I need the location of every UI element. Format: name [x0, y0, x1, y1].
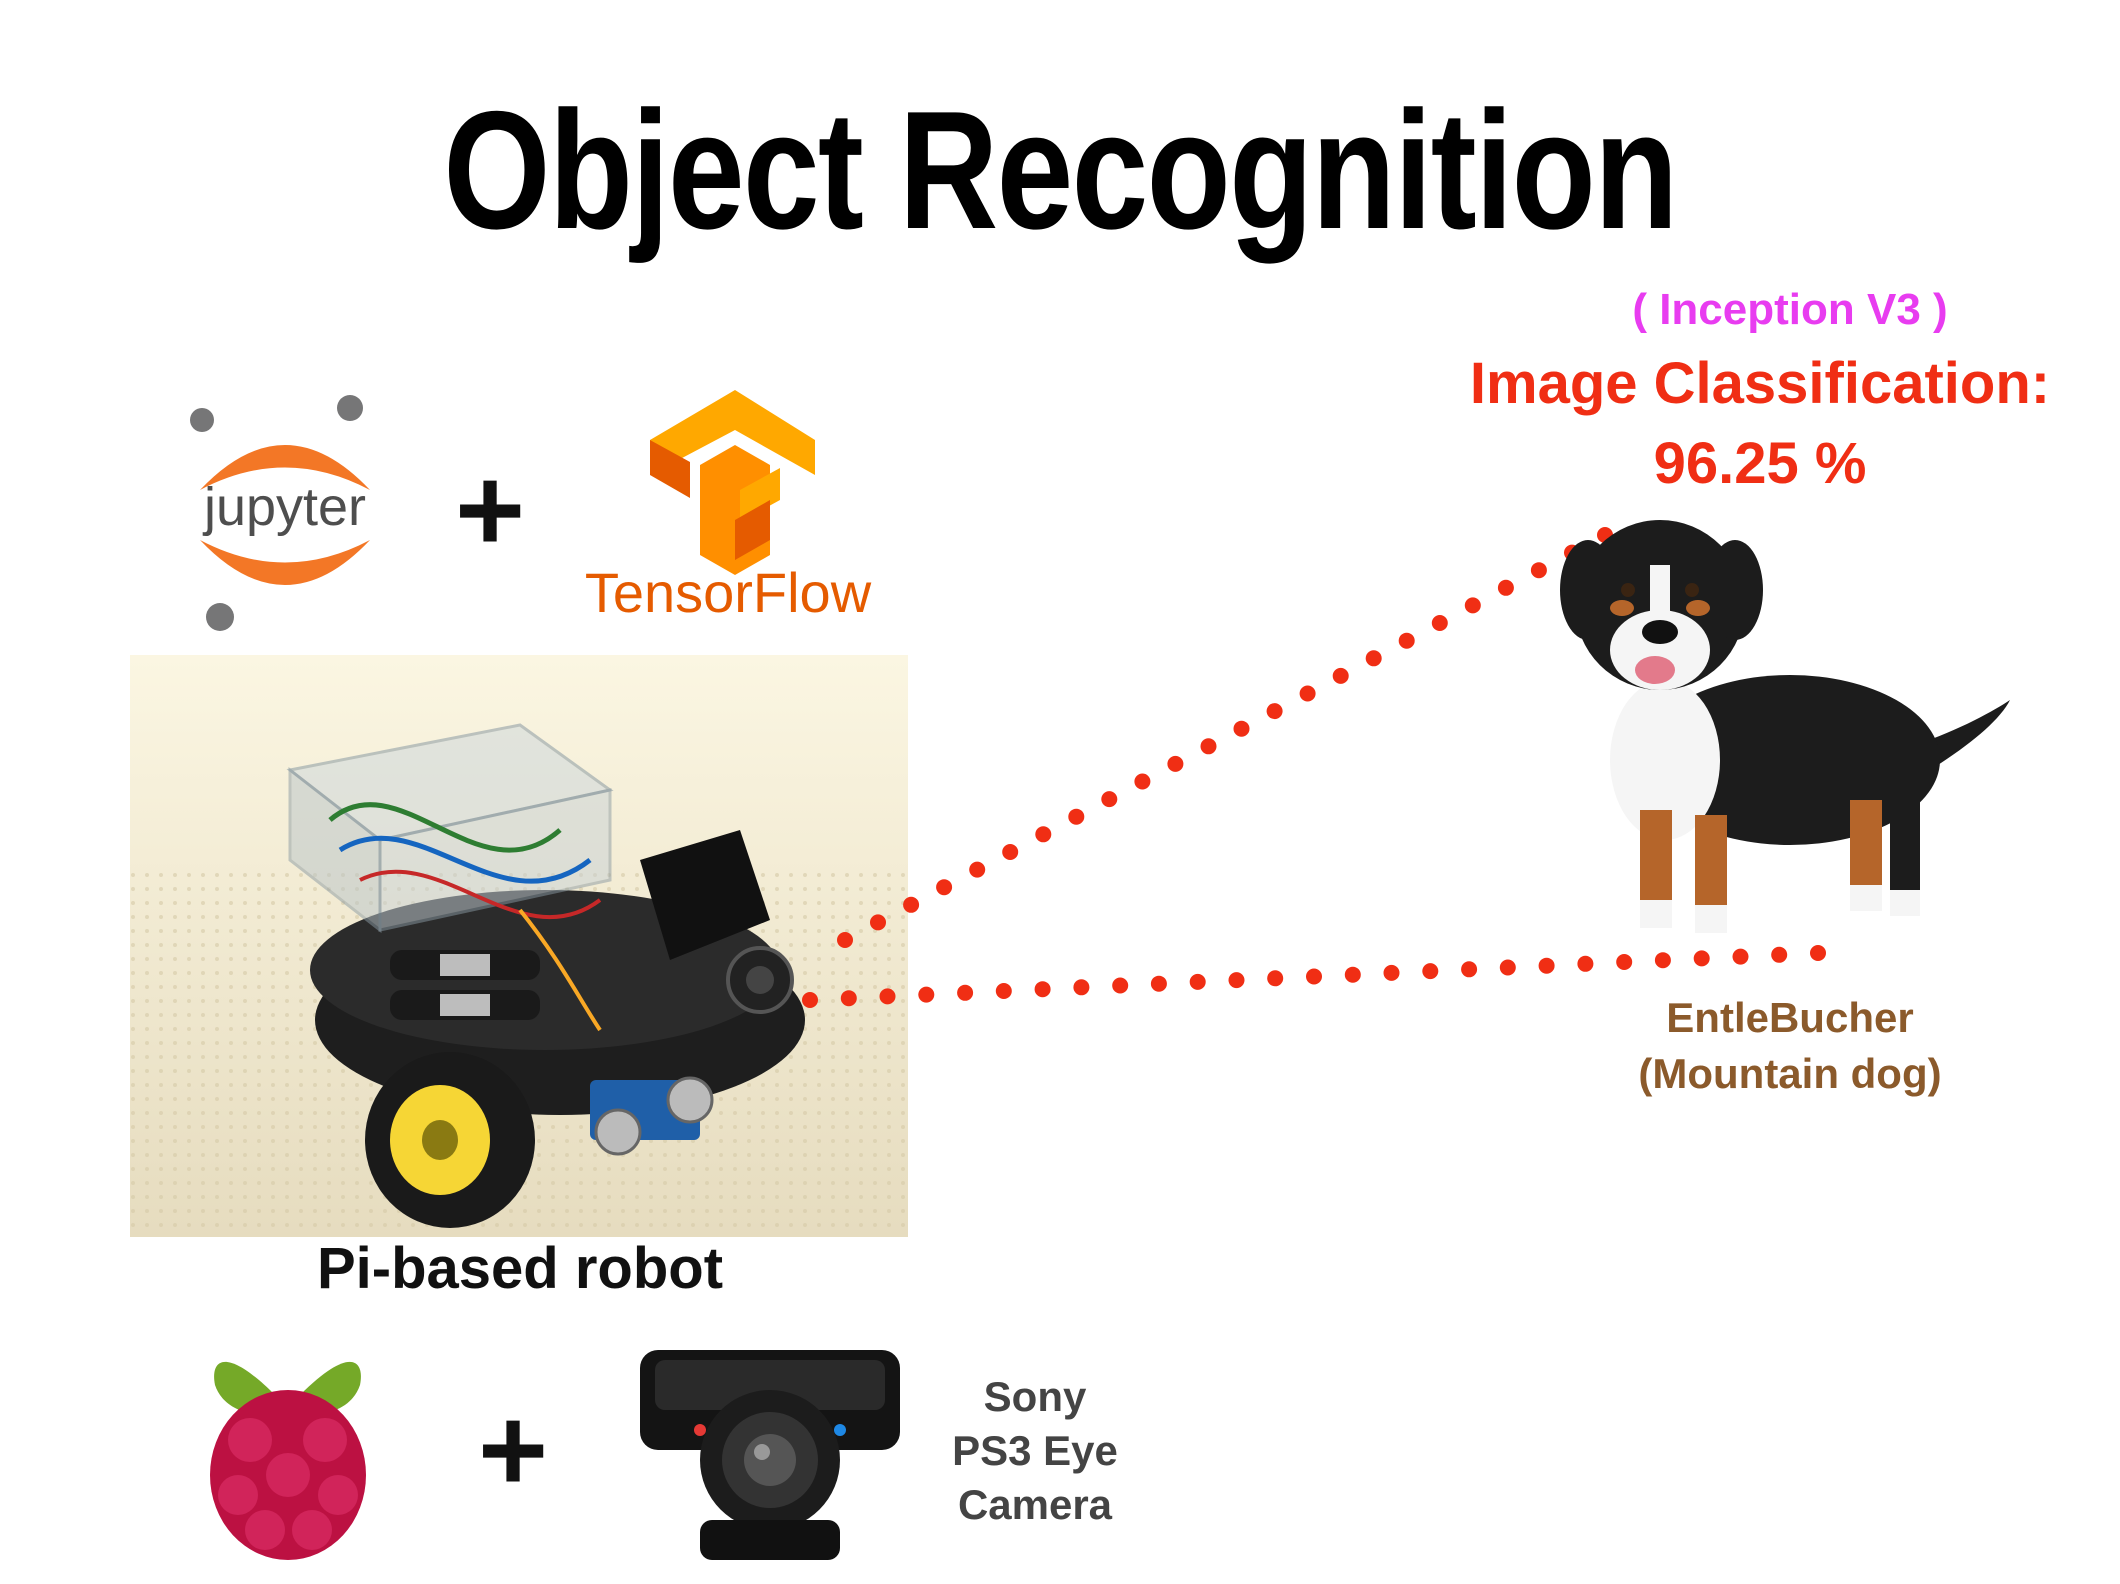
- dot-line-1-dot: [936, 879, 953, 896]
- plus-sign-bottom: +: [478, 1383, 549, 1517]
- dot-line-1-dot: [1398, 632, 1415, 649]
- dot-line-1-dot: [1266, 703, 1283, 720]
- jupyter-logo: jupyter: [190, 395, 370, 631]
- camera-caption-model: PS3 Eye: [952, 1427, 1118, 1474]
- dot-line-2-dot: [1693, 950, 1710, 967]
- camera-caption-brand: Sony: [983, 1373, 1087, 1420]
- dot-line-1-dot: [1365, 650, 1382, 667]
- dot-line-1-dot: [903, 896, 920, 913]
- dot-line-2-dot: [957, 984, 974, 1001]
- dot-line-1-dot: [1299, 685, 1316, 702]
- dot-line-1-dot: [1200, 738, 1217, 755]
- dot-line-2-dot: [1112, 977, 1129, 994]
- dot-line-1-dot: [1530, 562, 1547, 579]
- dot-line-2-dot: [1616, 954, 1633, 970]
- model-label: ( Inception V3 ): [1632, 285, 1948, 334]
- dot-line-2-dot: [1150, 975, 1167, 992]
- dot-line-2-dot: [995, 983, 1012, 999]
- dot-line-1-dot: [1497, 579, 1514, 596]
- dot-line-1-dot: [837, 932, 853, 948]
- dot-line-2-dot: [918, 986, 935, 1003]
- dot-line-2-dot: [1189, 973, 1206, 990]
- dot-line-2-dot: [1383, 964, 1400, 981]
- dot-line-1-dot: [1233, 720, 1250, 737]
- robot-photo: [130, 655, 908, 1237]
- classification-value: 96.25 %: [1653, 431, 1867, 496]
- classification-label: Image Classification:: [1469, 351, 2051, 416]
- dot-line-2-dot: [1073, 979, 1090, 996]
- dotted-lines: [802, 527, 1826, 1008]
- dot-line-1-dot: [1002, 844, 1019, 860]
- dog-caption-type: (Mountain dog): [1638, 1050, 1942, 1097]
- plus-sign-top: +: [455, 443, 526, 577]
- dot-line-2-dot: [1577, 955, 1594, 972]
- raspberry-pi-logo: [210, 1361, 366, 1560]
- robot-caption: Pi-based robot: [316, 1236, 724, 1301]
- camera-caption-type: Camera: [957, 1481, 1113, 1528]
- dot-line-2-dot: [1034, 981, 1051, 998]
- tensorflow-logo-text: TensorFlow: [585, 561, 872, 624]
- dot-line-1-dot: [1564, 544, 1580, 561]
- dot-line-1-dot: [870, 914, 886, 931]
- dot-line-1-dot: [1134, 773, 1151, 790]
- dog-photo: [1560, 520, 2010, 933]
- dot-line-2-dot: [1422, 963, 1439, 980]
- dot-line-1-dot: [1332, 667, 1349, 684]
- ps3-eye-camera: [640, 1350, 900, 1560]
- dot-line-2-dot: [1771, 946, 1788, 963]
- jupyter-logo-text: jupyter: [202, 477, 366, 537]
- tensorflow-logo: TensorFlow: [585, 390, 872, 624]
- dog-caption: EntleBucher (Mountain dog): [1560, 990, 2020, 1102]
- dot-line-2-dot: [1228, 972, 1245, 989]
- dot-line-2-dot: [1654, 952, 1671, 969]
- dot-line-1-dot: [1035, 826, 1052, 843]
- dog-caption-breed: EntleBucher: [1666, 994, 1914, 1041]
- dot-line-2-dot: [840, 990, 857, 1007]
- dot-line-2-dot: [879, 988, 896, 1005]
- dot-line-2-dot: [1810, 945, 1826, 961]
- camera-caption: Sony PS3 Eye Camera: [920, 1370, 1150, 1532]
- slide-title: Object Recognition: [443, 76, 1678, 264]
- dot-line-1-dot: [1464, 597, 1481, 614]
- dot-line-2-dot: [1499, 959, 1516, 976]
- dot-line-1-dot: [1431, 615, 1448, 631]
- dot-line-1-dot: [969, 861, 986, 878]
- dot-line-1-dot: [1167, 755, 1184, 772]
- dot-line-2-dot: [1344, 966, 1361, 983]
- dot-line-2-dot: [802, 992, 818, 1008]
- dot-line-2-dot: [1267, 970, 1284, 987]
- dot-line-2-dot: [1732, 948, 1749, 965]
- dot-line-1-dot: [1597, 527, 1613, 543]
- dot-line-1-dot: [1101, 791, 1118, 808]
- dot-line-2-dot: [1538, 957, 1555, 974]
- dot-line-1-dot: [1068, 808, 1085, 825]
- dot-line-2-dot: [1461, 961, 1478, 978]
- dot-line-2-dot: [1306, 968, 1322, 985]
